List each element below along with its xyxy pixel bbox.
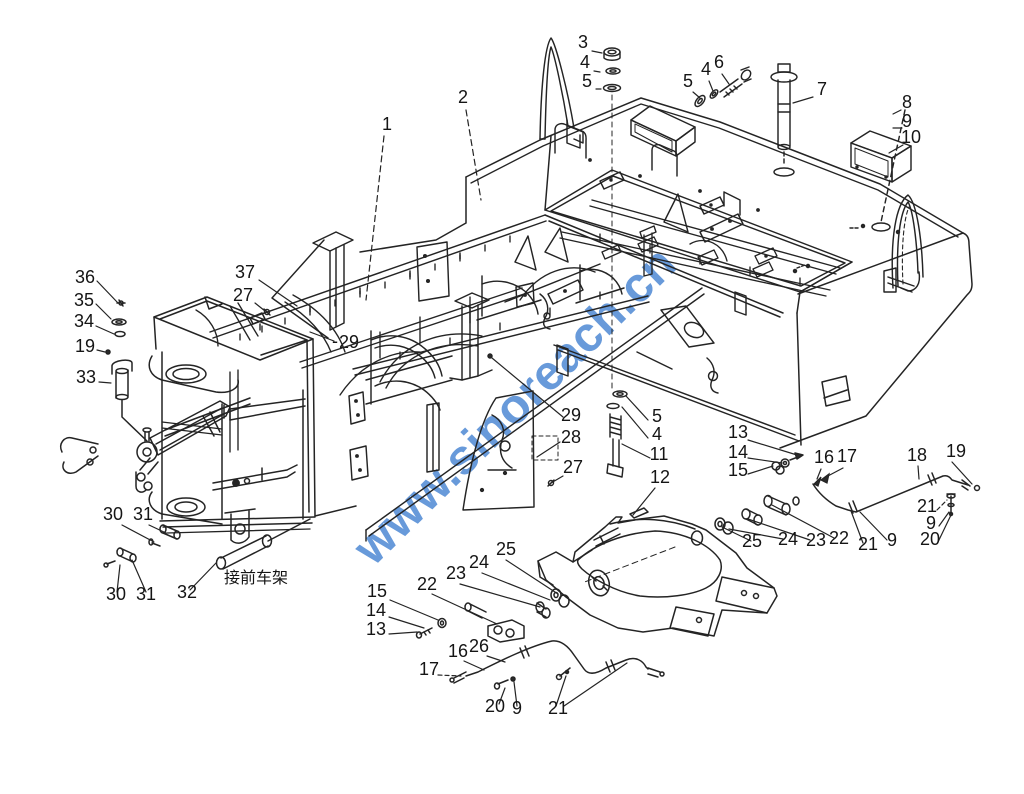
svg-text:33: 33 [76, 367, 96, 387]
svg-text:17: 17 [419, 659, 439, 679]
svg-text:4: 4 [580, 52, 590, 72]
svg-text:2: 2 [458, 87, 468, 107]
svg-text:32: 32 [177, 582, 197, 602]
svg-text:21: 21 [917, 496, 937, 516]
svg-text:14: 14 [728, 442, 748, 462]
svg-text:36: 36 [75, 267, 95, 287]
svg-text:35: 35 [74, 290, 94, 310]
svg-text:21: 21 [548, 698, 568, 718]
svg-text:20: 20 [920, 529, 940, 549]
svg-text:23: 23 [446, 563, 466, 583]
svg-text:9: 9 [512, 698, 522, 718]
svg-text:29: 29 [561, 405, 581, 425]
svg-text:1: 1 [382, 114, 392, 134]
svg-text:7: 7 [817, 79, 827, 99]
svg-text:16: 16 [448, 641, 468, 661]
svg-text:21: 21 [858, 534, 878, 554]
svg-text:25: 25 [496, 539, 516, 559]
svg-text:19: 19 [946, 441, 966, 461]
svg-text:6: 6 [714, 52, 724, 72]
svg-text:22: 22 [829, 528, 849, 548]
svg-text:15: 15 [367, 581, 387, 601]
svg-text:15: 15 [728, 460, 748, 480]
svg-text:9: 9 [887, 530, 897, 550]
svg-text:8: 8 [902, 92, 912, 112]
svg-text:18: 18 [907, 445, 927, 465]
svg-text:5: 5 [582, 71, 592, 91]
svg-text:30: 30 [103, 504, 123, 524]
svg-text:37: 37 [235, 262, 255, 282]
svg-text:24: 24 [469, 552, 489, 572]
svg-text:31: 31 [133, 504, 153, 524]
svg-text:31: 31 [136, 584, 156, 604]
svg-text:27: 27 [233, 285, 253, 305]
svg-text:23: 23 [806, 530, 826, 550]
svg-text:接前车架: 接前车架 [224, 569, 288, 587]
svg-text:25: 25 [742, 531, 762, 551]
svg-text:24: 24 [778, 529, 798, 549]
svg-text:26: 26 [469, 636, 489, 656]
svg-text:29: 29 [339, 332, 359, 352]
svg-text:27: 27 [563, 457, 583, 477]
svg-text:19: 19 [75, 336, 95, 356]
svg-text:28: 28 [561, 427, 581, 447]
svg-text:16: 16 [814, 447, 834, 467]
svg-text:10: 10 [901, 127, 921, 147]
svg-text:22: 22 [417, 574, 437, 594]
svg-text:5: 5 [683, 71, 693, 91]
svg-text:4: 4 [701, 59, 711, 79]
svg-text:17: 17 [837, 446, 857, 466]
svg-text:3: 3 [578, 32, 588, 52]
svg-text:9: 9 [902, 111, 912, 131]
svg-text:20: 20 [485, 696, 505, 716]
svg-text:13: 13 [366, 619, 386, 639]
svg-text:30: 30 [106, 584, 126, 604]
svg-text:4: 4 [652, 424, 662, 444]
svg-text:34: 34 [74, 311, 94, 331]
svg-text:14: 14 [366, 600, 386, 620]
svg-text:5: 5 [652, 406, 662, 426]
svg-text:-: - [332, 331, 338, 351]
svg-text:12: 12 [650, 467, 670, 487]
svg-text:11: 11 [650, 444, 669, 464]
svg-text:13: 13 [728, 422, 748, 442]
svg-text:9: 9 [926, 513, 936, 533]
